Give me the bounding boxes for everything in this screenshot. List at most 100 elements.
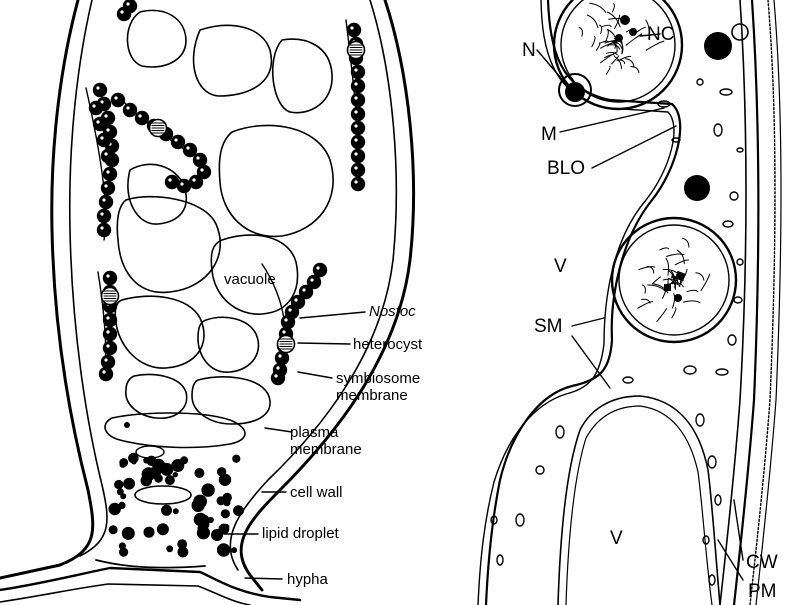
organelle [715, 368, 729, 376]
chromatin-strand [619, 41, 624, 54]
label-symbiosome-membrane: symbiosome membrane [336, 370, 421, 404]
chromatin-strand [613, 38, 617, 49]
lipid-droplet [193, 494, 208, 509]
nostoc-cell [182, 142, 198, 158]
nostoc-cell-highlight [100, 212, 104, 216]
nostoc-cell-highlight [106, 330, 110, 334]
nostoc-cell [96, 208, 112, 224]
lipid-droplet [108, 502, 121, 516]
label-CW: CW [746, 552, 778, 573]
chromatin-strand [679, 268, 688, 285]
lipid-droplet [217, 497, 223, 503]
nostoc-cell [170, 134, 186, 150]
hypha-tubes [0, 559, 302, 605]
lipid-droplet [114, 479, 124, 490]
organelle [535, 465, 545, 475]
nostoc-cell-highlight [106, 170, 110, 174]
nostoc-cell-highlight [126, 2, 130, 6]
lipid-droplet [224, 523, 230, 530]
nostoc-cell-highlight [354, 152, 358, 156]
chromatin-strand [610, 40, 623, 49]
lipid-droplet [177, 539, 188, 549]
chromatin-strand [666, 253, 685, 257]
chromatin-strand [605, 29, 609, 43]
small-organelles [490, 78, 744, 586]
lipid-droplet [201, 483, 215, 497]
organelle [719, 88, 733, 96]
dark-organelles [558, 23, 749, 201]
nostoc-cell [98, 194, 114, 210]
organelle [695, 413, 705, 427]
nostoc-cell [102, 166, 118, 182]
chromatin-strand [611, 55, 620, 65]
label-V-bottom: V [610, 528, 623, 549]
nostoc-cell [350, 148, 366, 164]
nostoc-cell-highlight [100, 100, 104, 104]
nostoc-cell-highlight [274, 374, 278, 378]
nostoc-cell-highlight [354, 68, 358, 72]
label-hypha: hypha [287, 571, 328, 588]
nostoc-cell-highlight [354, 138, 358, 142]
nostoc-cell [102, 270, 118, 286]
chromatin-strand [682, 237, 690, 248]
chromatin-strand [656, 308, 667, 322]
nucleus-top [552, 0, 684, 111]
organelle [729, 191, 739, 201]
chromatin-strand [625, 58, 635, 68]
nostoc-cell [306, 274, 322, 290]
chromatin-strand [607, 29, 618, 44]
lipid-droplet [156, 523, 169, 536]
chromatin-strand [637, 301, 654, 309]
nostoc-cell-highlight [126, 106, 130, 110]
bladder-cell-wall [0, 0, 416, 592]
chromatin-strand [600, 51, 618, 64]
lipid-droplets [108, 422, 244, 558]
nostoc-cell [134, 110, 150, 126]
nostoc-cell [188, 174, 204, 190]
nostoc-cell [350, 64, 366, 80]
nostoc-cell [350, 120, 366, 136]
lipid-droplet [119, 461, 127, 468]
lipid-droplet [128, 452, 139, 464]
nostoc-cell [96, 132, 112, 148]
nostoc-cell [92, 82, 108, 98]
nostoc-cell-highlight [106, 316, 110, 320]
outer-wall [732, 0, 782, 605]
lipid-oval [135, 445, 165, 459]
organelle [713, 123, 723, 137]
lipid-droplet [233, 505, 244, 517]
nostoc-cell-highlight [310, 278, 314, 282]
nostoc-cell [176, 178, 192, 194]
organelle [515, 513, 525, 527]
nostoc-cell-highlight [354, 124, 358, 128]
nostoc-cell [274, 350, 290, 366]
lipid-droplet [216, 543, 231, 557]
left-leader-lines [223, 311, 366, 580]
chromatin-strand [613, 56, 622, 70]
nostoc-cell [346, 22, 362, 38]
plasma-membrane [719, 0, 747, 605]
lipid-droplet [231, 547, 238, 554]
nostoc-cell [92, 116, 108, 132]
nostoc-cell-highlight [106, 344, 110, 348]
organelle [708, 574, 716, 586]
chromatin-strand [645, 19, 650, 40]
organelle [622, 376, 634, 384]
nostoc-cell-highlight [168, 178, 172, 182]
chromatin-strand [614, 14, 620, 30]
lipid-droplet [216, 467, 227, 477]
nostoc-cell-highlight [174, 138, 178, 142]
chromatin-strand [674, 259, 690, 266]
label-SM: SM [534, 316, 563, 337]
nostoc-cell-highlight [284, 318, 288, 322]
organelle [490, 515, 498, 525]
heterocyst-cell [148, 118, 168, 138]
nostoc-cell [350, 162, 366, 178]
organelle [671, 137, 681, 143]
nostoc-cell-highlight [102, 198, 106, 202]
chromatin-strand [616, 59, 626, 65]
nostoc-cell-highlight [288, 308, 292, 312]
nostoc-cell-highlight [316, 266, 320, 270]
lipid-droplet [172, 508, 179, 515]
nostoc-cell-highlight [350, 26, 354, 30]
